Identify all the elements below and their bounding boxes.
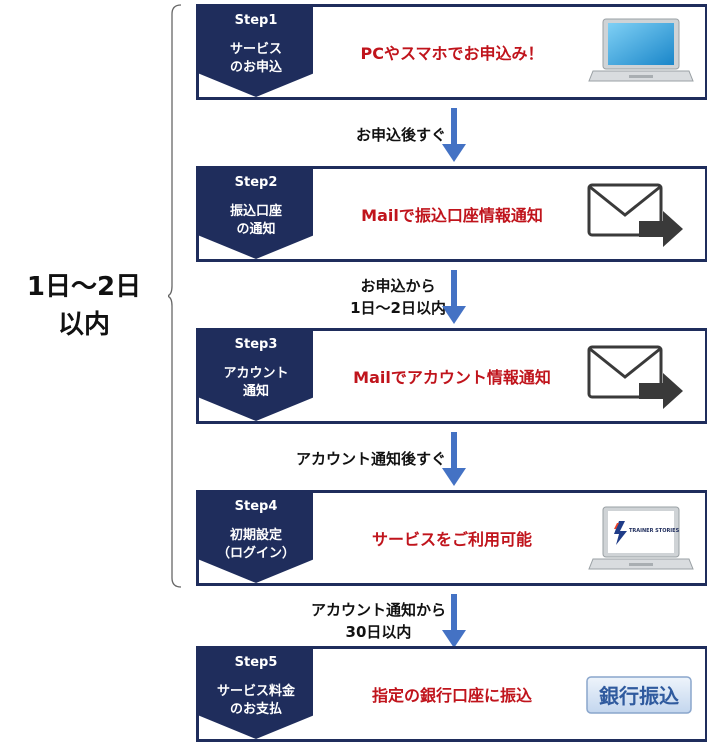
connector-4-line-1: アカウント通知から	[310, 601, 446, 619]
laptop-trainer-stories-icon: TRAINER STORIES	[583, 499, 695, 577]
step-3-number: Step3	[234, 337, 278, 352]
step-4-description: サービスをご利用可能	[371, 530, 532, 549]
laptop-icon	[583, 13, 695, 91]
connector-2-line-1: お申込から	[360, 277, 436, 295]
step-4-title: 初期設定 （ログイン）	[216, 528, 295, 561]
connector-1-line-1: お申込後すぐ	[355, 126, 446, 144]
step-1-number: Step1	[234, 13, 278, 28]
duration-label: 1日～2日 以内	[0, 268, 168, 344]
step-3-title: アカウント 通知	[223, 366, 289, 399]
down-arrow-icon	[442, 108, 466, 162]
bank-transfer-icon: 銀行振込	[583, 655, 695, 733]
step-1-title: サービス のお申込	[229, 42, 282, 75]
connector-3-label: アカウント通知後すぐ	[296, 424, 446, 494]
connector-3: アカウント通知後すぐ	[196, 424, 707, 494]
duration-line-2: 以内	[57, 310, 110, 340]
down-arrow-icon	[442, 270, 466, 324]
connector-2: お申込から 1日～2日以内	[196, 262, 707, 332]
connector-1: お申込後すぐ	[196, 100, 707, 170]
step-2-number: Step2	[234, 175, 278, 190]
connector-1-label: お申込後すぐ	[356, 100, 446, 170]
mail-send-icon	[583, 175, 695, 253]
mail-send-icon	[583, 337, 695, 415]
trainer-stories-text: TRAINER STORIES	[629, 528, 680, 534]
connector-4: アカウント通知から 30日以内	[196, 586, 707, 656]
step-5-description: 指定の銀行口座に振込	[371, 686, 532, 705]
step-2-description: Mailで振込口座情報通知	[361, 206, 543, 225]
connector-3-line-1: アカウント通知後すぐ	[295, 450, 446, 468]
connector-2-line-2: 1日～2日以内	[350, 299, 446, 317]
step-5-number: Step5	[234, 655, 278, 670]
step-5-title: サービス料金 のお支払	[216, 684, 295, 717]
step-4-box: Step4 初期設定 （ログイン） サービスをご利用可能 TRAINER STO…	[196, 490, 707, 586]
bank-transfer-text: 銀行振込	[599, 684, 679, 708]
step-2-title: 振込口座 の通知	[229, 204, 282, 237]
connector-2-label: お申込から 1日～2日以内	[350, 262, 446, 332]
step-2-box: Step2 振込口座 の通知 Mailで振込口座情報通知	[196, 166, 707, 262]
down-arrow-icon	[442, 594, 466, 648]
duration-line-1: 1日～2日	[26, 272, 142, 302]
step-1-box: Step1 サービス のお申込 PCやスマホでお申込み！	[196, 4, 707, 100]
duration-bracket	[168, 4, 182, 588]
connector-4-line-2: 30日以内	[345, 623, 412, 641]
down-arrow-icon	[442, 432, 466, 486]
step-1-description: PCやスマホでお申込み！	[360, 44, 544, 63]
connector-4-label: アカウント通知から 30日以内	[311, 586, 446, 656]
step-4-number: Step4	[234, 499, 278, 514]
step-5-box: Step5 サービス料金 のお支払 指定の銀行口座に振込 銀行振込	[196, 646, 707, 742]
step-3-box: Step3 アカウント 通知 Mailでアカウント情報通知	[196, 328, 707, 424]
step-3-description: Mailでアカウント情報通知	[353, 368, 551, 387]
